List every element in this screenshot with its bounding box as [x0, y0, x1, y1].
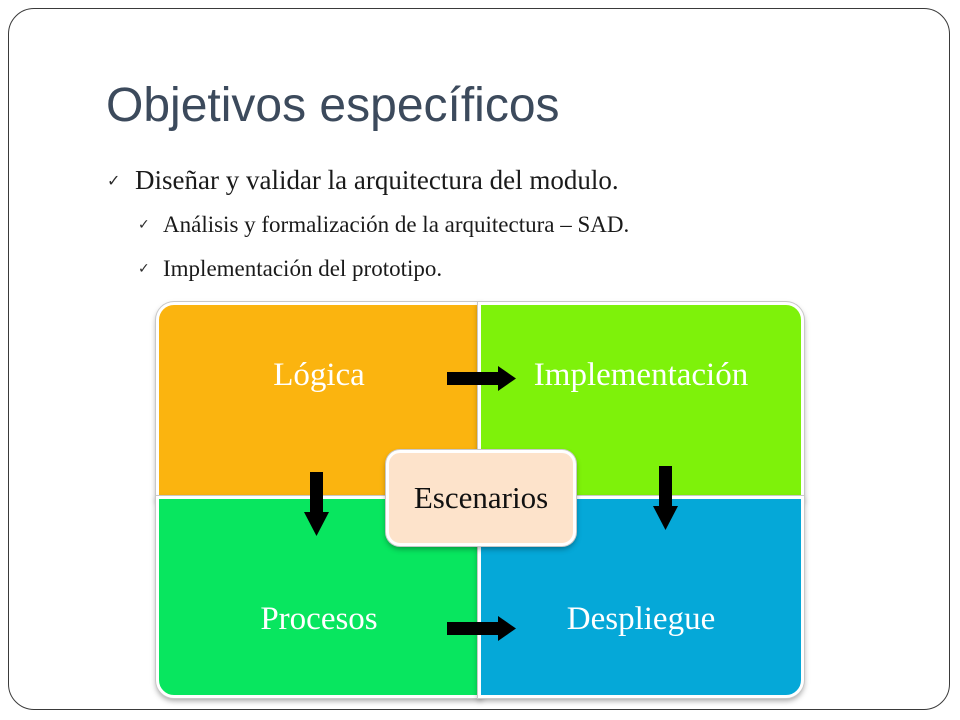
arrow-right-icon	[447, 616, 516, 641]
bullet-level-1: ✓ Diseñar y validar la arquitectura del …	[107, 165, 619, 196]
checkmark-icon: ✓	[107, 171, 121, 190]
center-node-escenarios: Escenarios	[386, 450, 576, 546]
quadrant-label: Procesos	[260, 601, 378, 637]
bullet-text: Diseñar y validar la arquitectura del mo…	[135, 165, 619, 195]
quadrant-label: Despliegue	[566, 601, 716, 637]
bullet-text: Implementación del prototipo.	[163, 256, 443, 281]
quadrant-label: Lógica	[273, 357, 365, 393]
quadrant-label: Implementación	[533, 357, 749, 393]
arrow-right-icon	[447, 366, 516, 391]
bullet-level-2: ✓ Análisis y formalización de la arquite…	[138, 212, 630, 238]
slide-title: Objetivos específicos	[106, 79, 560, 132]
arrow-down-icon	[304, 472, 329, 536]
center-label: Escenarios	[413, 480, 549, 515]
arrow-down-icon	[653, 466, 678, 530]
bullet-text: Análisis y formalización de la arquitect…	[163, 212, 630, 237]
bullet-level-2: ✓ Implementación del prototipo.	[138, 256, 443, 282]
checkmark-icon: ✓	[138, 217, 150, 233]
checkmark-icon: ✓	[138, 261, 150, 277]
